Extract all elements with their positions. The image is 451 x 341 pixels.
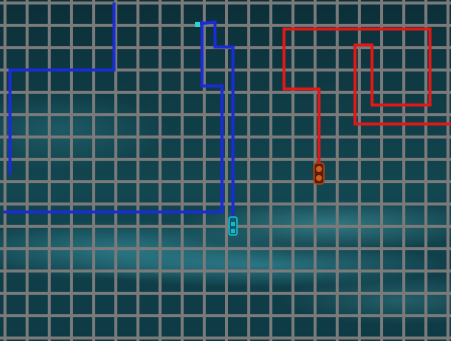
blue-trail-start-marker bbox=[195, 22, 200, 27]
blue-light-cycle bbox=[229, 217, 237, 235]
red-light-cycle bbox=[314, 163, 324, 184]
